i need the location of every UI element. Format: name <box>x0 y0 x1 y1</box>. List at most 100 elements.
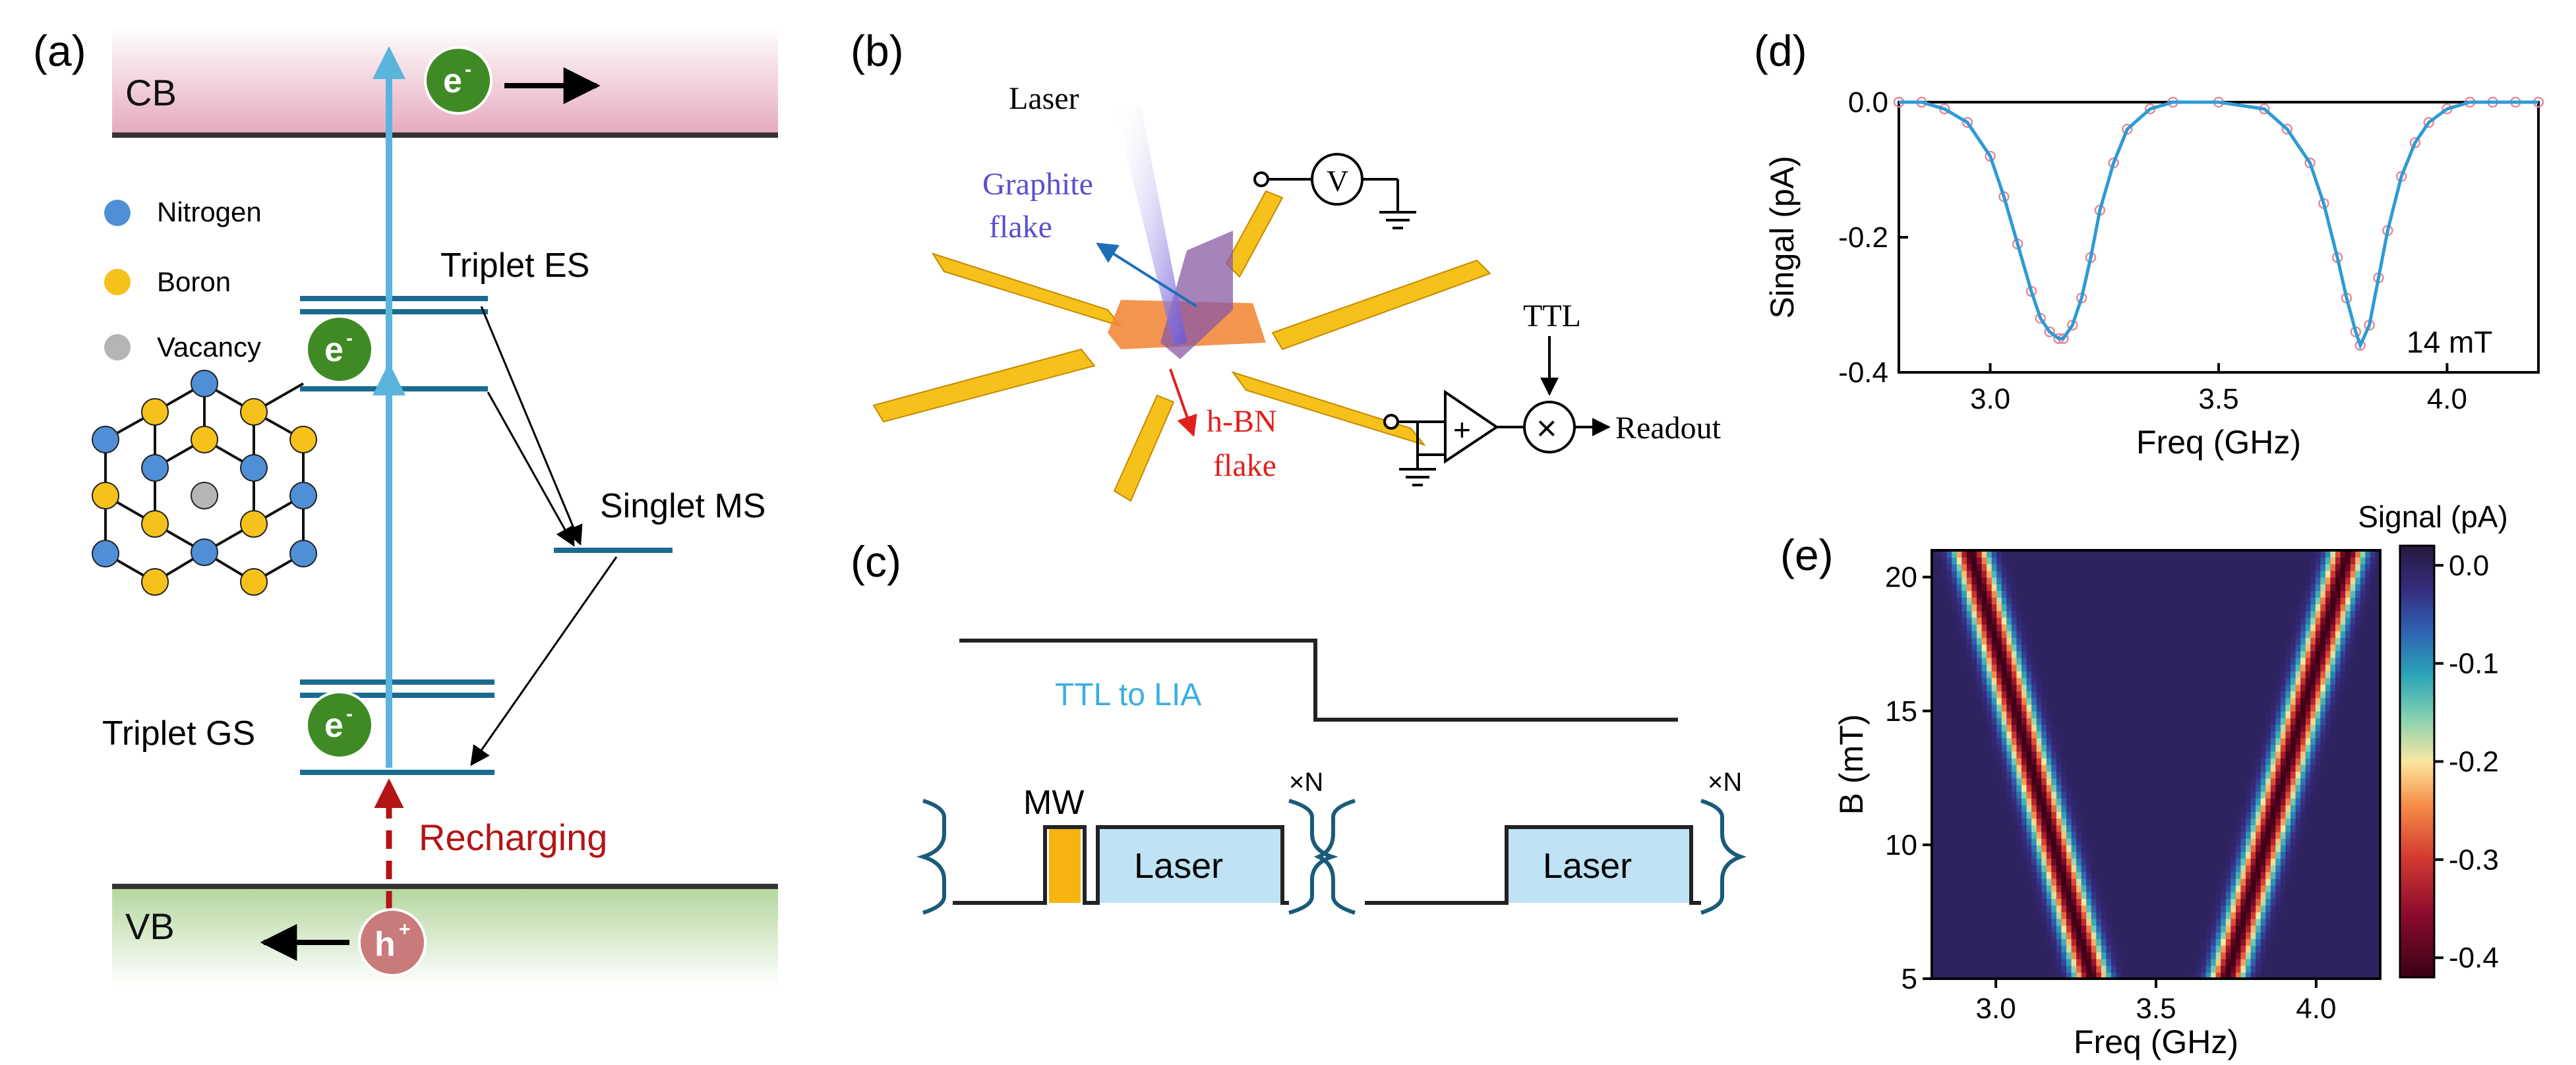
heatmap-cell <box>2250 952 2256 960</box>
heatmap-cell <box>1966 958 1973 966</box>
heatmap-cell <box>2285 677 2291 685</box>
heatmap-cell <box>2056 958 2062 966</box>
heatmap-cell <box>2180 844 2187 852</box>
heatmap-cell <box>2101 898 2107 906</box>
heatmap-cell <box>2270 650 2277 658</box>
heatmap-cell <box>2315 710 2321 718</box>
heatmap-cell <box>1971 905 1977 913</box>
heatmap-cell <box>2051 751 2057 759</box>
heatmap-cell <box>1966 617 1973 625</box>
heatmap-cell <box>2156 751 2162 759</box>
heatmap-cell <box>2156 670 2162 678</box>
heatmap-cell <box>2265 764 2271 772</box>
heatmap-cell <box>2340 771 2346 779</box>
heatmap-cell <box>2061 778 2067 786</box>
heatmap-cell <box>2205 818 2211 826</box>
heatmap-cell <box>2086 644 2092 652</box>
heatmap-cell <box>1962 804 1967 812</box>
heatmap-cell <box>2350 710 2356 718</box>
heatmap-cell <box>1946 771 1953 779</box>
heatmap-cell <box>2235 664 2242 672</box>
heatmap-cell <box>2041 838 2047 846</box>
heatmap-cell <box>2126 710 2132 718</box>
heatmap-cell <box>2270 664 2277 672</box>
heatmap-cell <box>1932 797 1938 805</box>
heatmap-cell <box>2036 898 2043 906</box>
heatmap-cell <box>1996 684 2002 692</box>
heatmap-cell <box>1956 804 1963 812</box>
heatmap-cell <box>2260 878 2267 886</box>
heatmap-cell <box>2071 731 2077 739</box>
heatmap-cell <box>2051 865 2057 873</box>
heatmap-cell <box>2166 952 2172 960</box>
heatmap-cell <box>2215 677 2222 685</box>
heatmap-cell <box>2235 644 2242 652</box>
heatmap-cell <box>1981 650 1987 658</box>
heatmap-cell <box>2285 838 2291 846</box>
heatmap-cell <box>2225 778 2232 786</box>
heatmap-cell <box>2235 958 2242 966</box>
heatmap-cell <box>2335 664 2341 672</box>
heatmap-cell <box>2375 637 2380 645</box>
heatmap-cell <box>2240 844 2246 852</box>
heatmap-cell <box>2235 804 2242 812</box>
heatmap-cell <box>2161 925 2167 933</box>
heatmap-cell <box>1971 791 1977 799</box>
heatmap-cell <box>2201 751 2207 759</box>
heatmap-cell <box>2076 945 2082 953</box>
heatmap-cell <box>2265 670 2271 678</box>
heatmap-cell <box>2141 878 2147 886</box>
heatmap-cell <box>2355 623 2361 631</box>
heatmap-cell <box>2345 858 2351 866</box>
heatmap-cell <box>2205 831 2211 839</box>
heatmap-cell <box>2370 945 2376 953</box>
heatmap-cell <box>2345 958 2351 966</box>
heatmap-cell <box>2340 858 2346 866</box>
heatmap-cell <box>2180 650 2187 658</box>
heatmap-cell <box>1981 892 1987 899</box>
heatmap-cell <box>2081 811 2087 819</box>
heatmap-cell <box>1956 938 1963 946</box>
heatmap-cell <box>2041 744 2047 752</box>
heatmap-cell <box>1981 945 1987 953</box>
heatmap-cell <box>2161 851 2167 859</box>
heatmap-cell <box>2295 717 2301 725</box>
heatmap-cell <box>2001 844 2008 852</box>
heatmap-cell <box>2205 717 2211 725</box>
heatmap-cell <box>2360 824 2366 832</box>
heatmap-cell <box>2091 691 2097 699</box>
heatmap-cell <box>1952 630 1958 638</box>
heatmap-cell <box>1932 878 1938 886</box>
heatmap-cell <box>2061 784 2067 792</box>
heatmap-cell <box>2131 925 2137 933</box>
heatmap-cell <box>2106 791 2112 799</box>
heatmap-cell <box>1991 958 1998 966</box>
heatmap-cell <box>1952 925 1958 933</box>
heatmap-cell <box>2285 791 2291 799</box>
heatmap-cell <box>2161 778 2167 786</box>
heatmap-cell <box>2145 757 2152 765</box>
heatmap-cell <box>1977 931 1983 939</box>
heatmap-cell <box>2360 844 2366 852</box>
heatmap-cell <box>1991 945 1998 953</box>
heatmap-cell <box>2011 623 2018 631</box>
heatmap-cell <box>2375 925 2380 933</box>
heatmap-cell <box>2086 677 2092 685</box>
heatmap-cell <box>2280 731 2287 739</box>
heatmap-cell <box>1956 945 1963 953</box>
laser-pulse-1-label: Laser <box>1134 846 1223 886</box>
heatmap-cell <box>2350 664 2356 672</box>
heatmap-cell <box>1952 623 1958 631</box>
heatmap-cell <box>2335 838 2341 846</box>
heatmap-cell <box>2006 871 2012 879</box>
heatmap-cell <box>1987 818 1992 826</box>
heatmap-cell <box>2156 684 2162 692</box>
heatmap-cell <box>1981 884 1987 892</box>
heatmap-cell <box>2056 677 2062 685</box>
heatmap-cell <box>2355 684 2361 692</box>
heatmap-cell <box>2320 858 2326 866</box>
heatmap-cell <box>1956 791 1963 799</box>
heatmap-cell <box>2145 630 2152 638</box>
voltmeter-terminal <box>1253 171 1269 187</box>
heatmap-cell <box>2275 691 2281 699</box>
